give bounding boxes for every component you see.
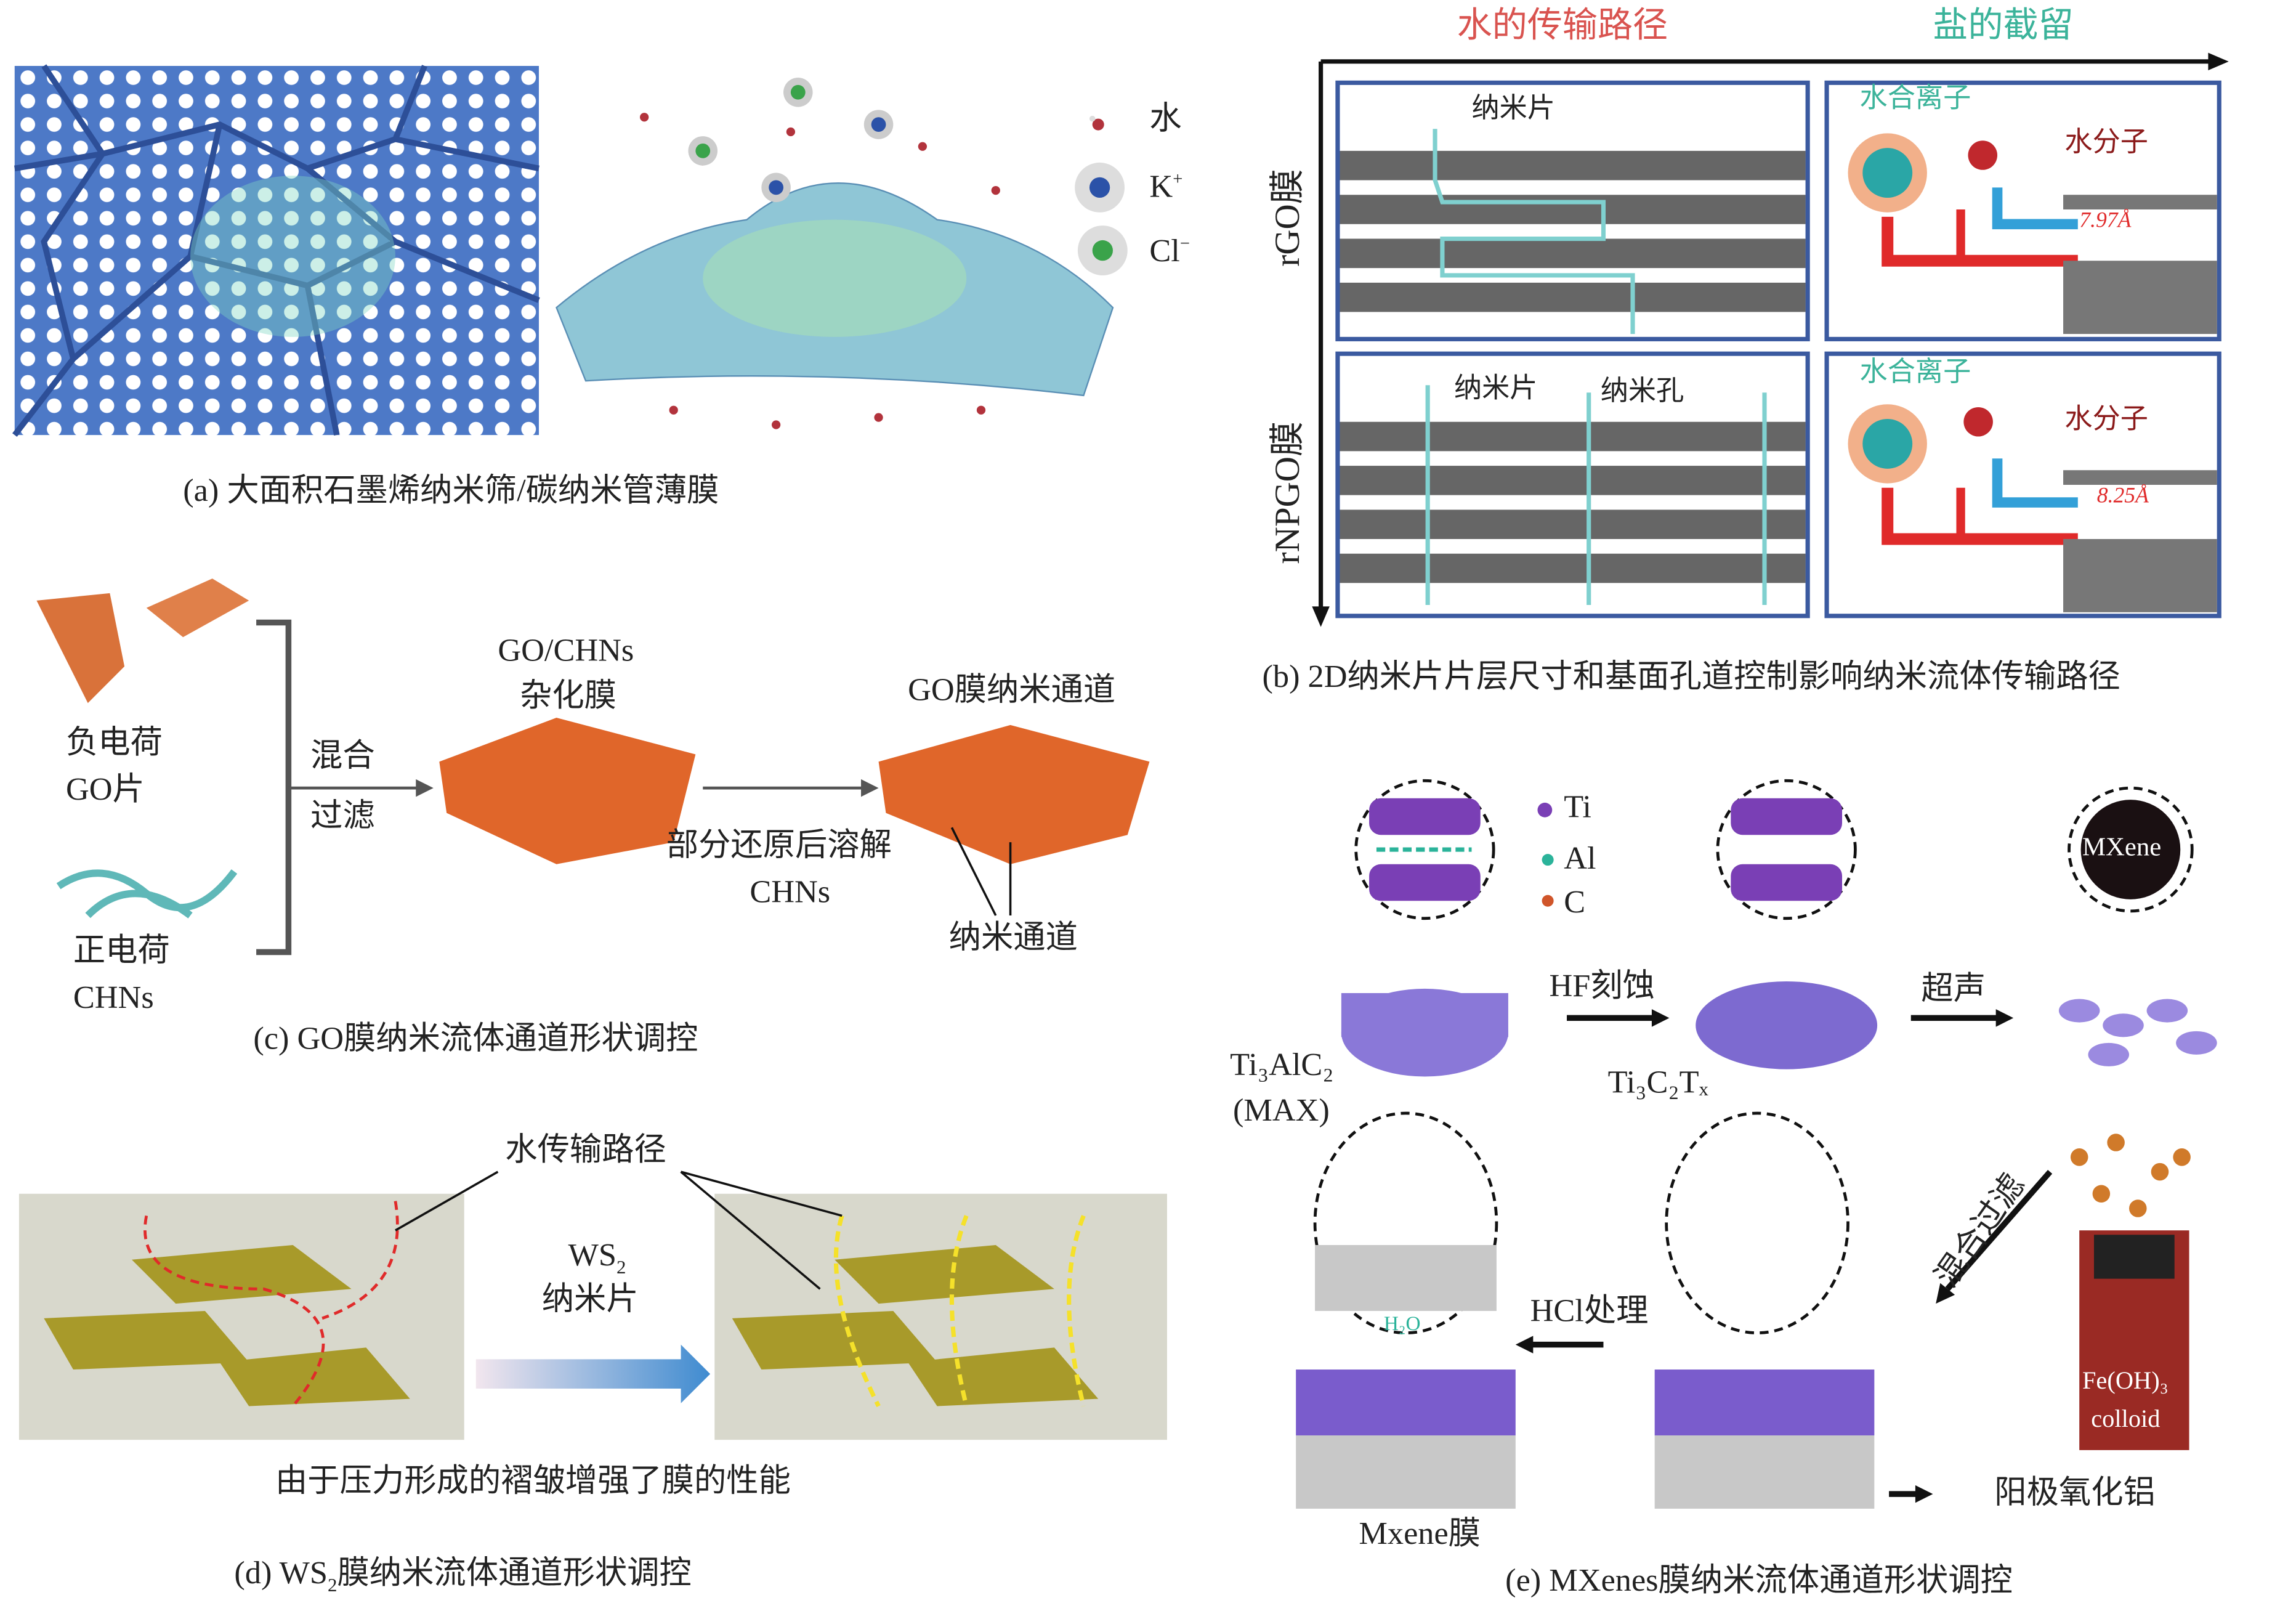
caption-d-post: 膜纳米流体通道形状调控 (337, 1554, 692, 1591)
label-water-molecule-2: 水分子 (2064, 404, 2148, 436)
legend-ti: Ti (1564, 788, 1591, 825)
rnpgo-transport-box (1335, 351, 1810, 619)
caption-d-sub: 2 (328, 1573, 338, 1596)
bracket-and-arrow (256, 619, 1150, 956)
hf-etch-label: HF刻蚀 (1549, 967, 1655, 1004)
feoh-label: Fe(OH)₃ (2082, 1366, 2169, 1395)
caption-c: (c) GO膜纳米流体通道形状调控 (253, 1019, 698, 1057)
go-channel-title: GO膜纳米通道 (908, 670, 1116, 708)
ion-sieving-3d-image (556, 78, 1114, 429)
label-nanopore: 纳米孔 (1600, 376, 1684, 407)
legend-cl-sup: − (1179, 233, 1190, 254)
legend-k: K+ (1149, 167, 1183, 205)
rnpgo-salt-box (1824, 351, 2221, 619)
legend-cl: Cl− (1149, 234, 1190, 267)
axes-arrows (1312, 52, 2229, 627)
label-spacing-1: 7.97Å (2079, 209, 2132, 233)
label-hydrated-ion-1: 水合离子 (1859, 83, 1971, 115)
legend-k-text: K (1149, 167, 1173, 205)
legend-k-sup: + (1173, 168, 1183, 189)
ultrasound-label: 超声 (1921, 969, 1986, 1007)
label-nanosheet-1: 纳米片 (1471, 94, 1556, 125)
chloride-ion-icon (1077, 225, 1128, 275)
legend-al: Al (1564, 839, 1596, 876)
caption-e: (e) MXenes膜纳米流体通道形状调控 (1505, 1561, 2013, 1598)
ws2-text: WS (568, 1236, 616, 1273)
rgo-salt-box (1824, 80, 2221, 341)
max-label: (MAX) (1232, 1091, 1330, 1128)
caption-d: (d) WS2膜纳米流体通道形状调控 (234, 1554, 692, 1596)
ws2-label: WS2 (568, 1236, 626, 1278)
caption-b: (b) 2D纳米片片层尺寸和基面孔道控制影响纳米流体传输路径 (1262, 657, 2120, 694)
ws2-nanosheet-label: 纳米片 (541, 1280, 639, 1317)
caption-d-pre: (d) WS (234, 1554, 328, 1591)
header-salt-rejection: 盐的截留 (1933, 7, 2074, 46)
h2o-label: H₂O (1383, 1313, 1421, 1336)
pos-charge-label: 正电荷 (73, 931, 170, 968)
dissolve-label-1: 部分还原后溶解 (666, 826, 892, 863)
go-sheet-label: GO片 (65, 770, 145, 808)
go-sheets-image (36, 578, 249, 704)
filter-label: 过滤 (310, 797, 375, 834)
hcl-label: HCl处理 (1530, 1292, 1649, 1329)
rgo-transport-box (1335, 80, 1810, 341)
nanochannel-label: 纳米通道 (948, 918, 1078, 956)
colloid-label: colloid (2091, 1405, 2161, 1433)
potassium-ion-icon (1075, 162, 1125, 213)
ws2-wrinkle-images (18, 1171, 1167, 1440)
mxene-formula: Ti₃C₂Tₓ (1607, 1063, 1708, 1100)
graphene-nanomesh-image (12, 64, 540, 437)
hybrid-label-1: GO/CHNs (498, 631, 634, 668)
legend-cl-text: Cl (1149, 232, 1180, 269)
wrinkle-note: 由于压力形成的褶皱增强了膜的性能 (275, 1461, 791, 1499)
label-water-molecule-1: 水分子 (2064, 127, 2148, 158)
label-hydrated-ion-2: 水合离子 (1859, 357, 1971, 389)
legend-water: 水 (1149, 99, 1182, 137)
max-formula: Ti₃AlC₂ (1230, 1045, 1334, 1083)
label-spacing-2: 8.25Å (2096, 484, 2149, 509)
water-path-label: 水传输路径 (505, 1130, 666, 1167)
caption-a: (a) 大面积石墨烯纳米筛/碳纳米管薄膜 (183, 471, 719, 509)
mxene-membrane-label: Mxene膜 (1359, 1514, 1481, 1551)
mxene-label: MXene (2082, 832, 2162, 862)
dissolve-label-2: CHNs (750, 873, 831, 910)
aao-label: 阳极氧化铝 (1994, 1473, 2156, 1511)
legend-c: C (1564, 883, 1586, 920)
chns-label: CHNs (73, 978, 154, 1015)
mix-label: 混合 (310, 736, 375, 774)
neg-charge-label: 负电荷 (65, 723, 163, 760)
label-nanosheet-2: 纳米片 (1453, 373, 1538, 405)
chns-image (56, 869, 238, 919)
ws2-sub: 2 (616, 1256, 626, 1278)
hybrid-label-2: 杂化膜 (520, 676, 617, 713)
header-water-path: 水的传输路径 (1457, 7, 1668, 46)
water-legend-icon (1089, 115, 1104, 131)
